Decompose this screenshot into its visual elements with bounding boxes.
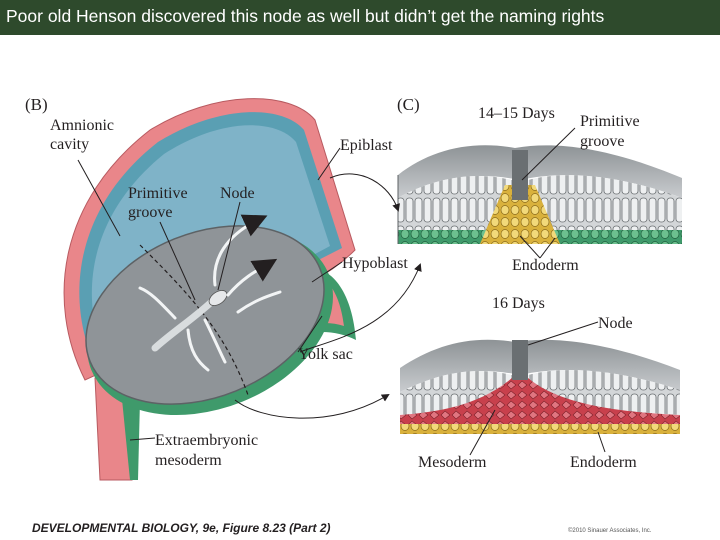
label-node-c: Node [598,315,633,332]
epiblast-surface-top [398,145,682,198]
connector-arrow-bottom [234,393,390,419]
label-cavity: cavity [50,136,89,153]
label-extraembryonic: Extraembryonic [155,432,258,449]
label-groove-c: groove [580,133,624,150]
label-days-16: 16 Days [492,295,545,312]
copyright-notice: ©2010 Sinauer Associates, Inc. [568,527,652,534]
node-b-marker [208,290,228,306]
label-days-14-15: 14–15 Days [478,105,555,122]
panel-b-label: (B) [25,95,48,114]
label-endoderm-bottom: Endoderm [570,454,637,471]
connector-arrow-top [329,173,400,212]
ingressing-cells-top [480,185,560,244]
label-primitive-b: Primitive [128,185,188,202]
connector-arrow-hypoblast [299,263,422,353]
label-mesoderm-extra: mesoderm [155,452,222,469]
label-hypoblast: Hypoblast [342,255,408,272]
panel-c-bottom-section [400,339,680,434]
label-primitive-c: Primitive [580,113,640,130]
label-amnionic: Amnionic [50,117,114,134]
panel-c-label: (C) [397,95,420,114]
label-mesoderm: Mesoderm [418,454,487,471]
label-yolk-sac: Yolk sac [298,346,353,363]
label-endoderm-top: Endoderm [512,257,579,274]
title-bar: Poor old Henson discovered this node as … [0,0,720,35]
label-node-b: Node [220,185,255,202]
panel-c-top-section [397,145,682,244]
slide-title: Poor old Henson discovered this node as … [6,6,605,26]
epiblast-surface-bottom [400,339,680,392]
leader-lines [77,127,606,456]
endoderm-layer [400,424,680,434]
migration-arrows [138,214,282,372]
label-epiblast: Epiblast [340,137,393,154]
panel-b-illustration [63,98,356,481]
mesoderm-layer [400,378,680,424]
figure-source: DEVELOPMENTAL BIOLOGY, 9e, Figure 8.23 (… [32,521,331,535]
epiblast-cells-top [398,176,512,235]
label-groove-b: groove [128,204,172,221]
